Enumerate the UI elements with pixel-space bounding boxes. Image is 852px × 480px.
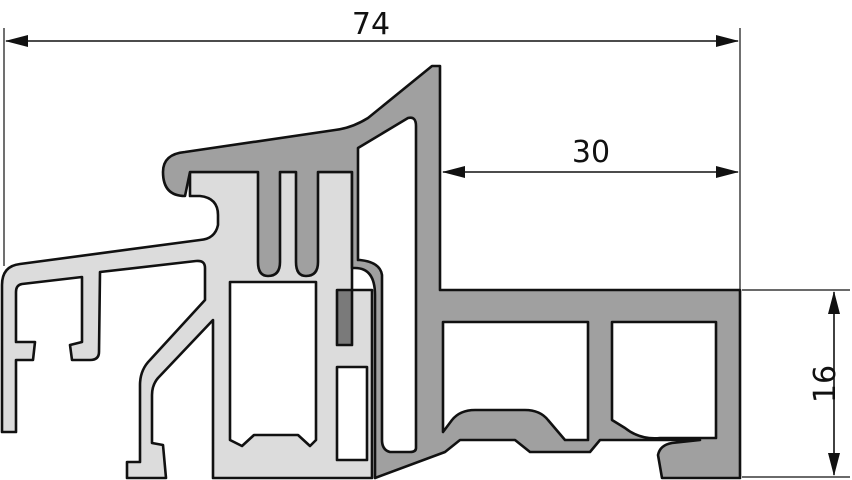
gasket-insert	[335, 288, 354, 347]
arrow-up-icon	[828, 291, 840, 314]
arrow-right-icon	[716, 166, 739, 178]
dark-profile	[161, 64, 742, 480]
dimension-label-30: 30	[572, 135, 610, 170]
arrow-left-icon	[442, 166, 465, 178]
arrow-down-icon	[828, 453, 840, 476]
arrow-left-icon	[5, 35, 28, 47]
dimension-label-74: 74	[352, 7, 390, 42]
arrow-right-icon	[716, 35, 739, 47]
dimension-label-16: 16	[808, 365, 843, 403]
